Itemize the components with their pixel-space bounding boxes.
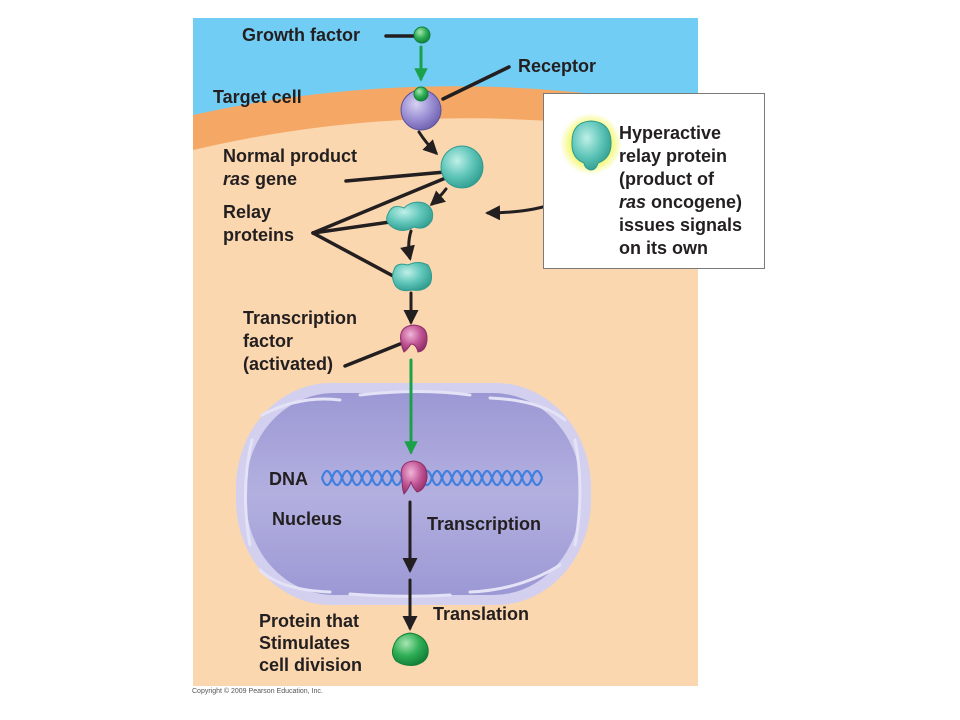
label-nucleus: Nucleus — [272, 509, 343, 529]
callout-line1: Hyperactive — [619, 123, 722, 143]
label-relay-line2: proteins — [223, 225, 295, 245]
label-protein-line2: Stimulates — [259, 633, 351, 653]
callout-line6: on its own — [619, 238, 708, 258]
copyright-notice: Copyright © 2009 Pearson Education, Inc. — [192, 688, 323, 695]
callout-line4: ras oncogene) — [619, 191, 742, 214]
relay-protein-1 — [386, 201, 434, 231]
growth-factor-molecule — [413, 26, 431, 44]
label-growth-factor: Growth factor — [242, 25, 361, 45]
label-protein-line1: Protein that — [259, 611, 360, 631]
relay-leader-1 — [311, 175, 450, 235]
callout-line2: relay protein — [619, 146, 728, 166]
label-protein-line3: cell division — [259, 655, 363, 675]
dna-helix — [320, 469, 544, 487]
arrow-receptor-to-ras — [417, 130, 439, 156]
tf-leader — [343, 342, 402, 368]
arrow-relay-to-relay — [400, 229, 415, 261]
label-translation: Translation — [433, 604, 530, 624]
label-ras-italic: ras — [223, 169, 251, 189]
callout-ras-italic: ras — [619, 192, 647, 212]
receptor-leader — [441, 65, 511, 101]
transcription-factor — [400, 324, 428, 353]
label-transcription: Transcription — [427, 514, 542, 534]
hyperactive-protein-callout — [543, 93, 765, 269]
ras-protein — [440, 145, 484, 189]
label-normal-product-line1: Normal product — [223, 146, 358, 166]
relay-protein-2 — [392, 262, 433, 292]
arrow-ras-to-relay — [429, 187, 448, 206]
label-normal-product-line2: ras gene — [223, 168, 297, 191]
relay-leader-3 — [311, 231, 397, 279]
label-dna: DNA — [269, 469, 308, 489]
callout-oncogene-text: oncogene) — [646, 192, 743, 212]
label-tf-line2: factor — [243, 331, 294, 351]
label-gene-text: gene — [250, 169, 298, 189]
cell-division-protein — [391, 632, 429, 666]
bound-growth-factor — [413, 86, 429, 102]
callout-line5: issues signals — [619, 215, 743, 235]
transcription-factor-on-dna — [400, 460, 428, 495]
label-target-cell: Target cell — [213, 87, 302, 107]
normal-product-leader — [344, 170, 447, 183]
label-tf-line3: (activated) — [243, 354, 334, 374]
label-relay-line1: Relay — [223, 202, 272, 222]
label-tf-line1: Transcription — [243, 308, 358, 328]
hyperactive-relay-protein-icon — [560, 113, 622, 175]
callout-line3: (product of — [619, 169, 714, 189]
relay-leader-2 — [311, 220, 392, 235]
nucleus — [236, 383, 591, 605]
label-receptor: Receptor — [518, 56, 597, 76]
